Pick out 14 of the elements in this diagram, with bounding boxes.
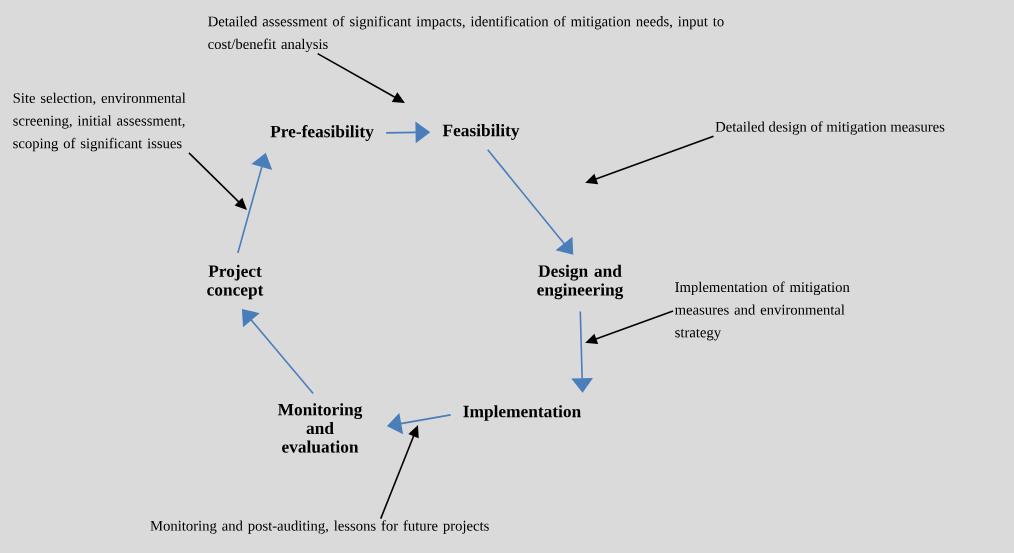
annotation-text: Implementation of mitigation measures and environmental strategy	[675, 281, 850, 341]
cycle-arrow	[486, 148, 574, 255]
annotation-text: Site selection, environmental screening, initial assessment, scoping of significant issues	[13, 92, 186, 152]
stage-label: Pre-feasibility	[270, 125, 374, 141]
leader-arrow	[188, 152, 247, 210]
stage-label: Feasibility	[442, 124, 520, 140]
leader-arrow	[316, 52, 405, 103]
stage-label: Design and engineering	[537, 264, 624, 300]
annotation-text: Detailed design of mitigation measures	[715, 121, 945, 135]
stage-label: Monitoring and evaluation	[277, 403, 363, 453]
annotation-text: Detailed assessment of significant impacts, identification of mitigation needs, input to cost/benefit analysis	[208, 15, 724, 53]
stage-label: Project concept	[207, 264, 264, 300]
stage-label: Implementation	[463, 405, 581, 421]
annotation-text: Monitoring and post-auditing, lessons for future projects	[150, 520, 489, 534]
